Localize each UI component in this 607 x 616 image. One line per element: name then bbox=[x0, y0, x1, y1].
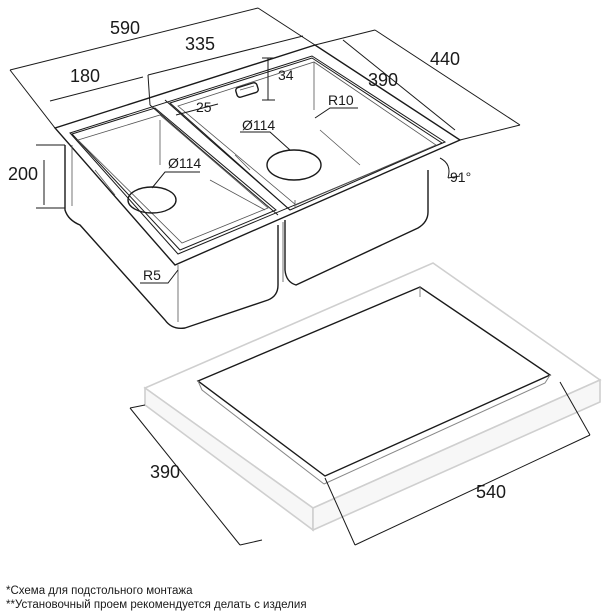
sink-rim-inner bbox=[69, 55, 447, 255]
leader-r5 bbox=[140, 269, 179, 284]
label-180: 180 bbox=[70, 66, 100, 86]
label-25: 25 bbox=[196, 99, 212, 115]
left-bowl-body bbox=[64, 145, 279, 330]
label-drain-right: Ø114 bbox=[242, 117, 275, 133]
left-bowl-inner bbox=[77, 114, 269, 244]
label-590: 590 bbox=[110, 18, 140, 38]
frame-opening-walls bbox=[197, 287, 551, 485]
right-bowl-edges bbox=[234, 62, 361, 208]
leader-drain-right bbox=[240, 131, 291, 151]
frame-front-right bbox=[312, 378, 601, 532]
left-bowl-edges bbox=[94, 120, 266, 211]
footnote-1: *Схема для подстольного монтажа bbox=[6, 585, 193, 597]
dim-line-390-top bbox=[342, 39, 456, 131]
sink-outline bbox=[53, 44, 462, 330]
label-r5: R5 bbox=[143, 267, 161, 283]
sink-dimensions bbox=[9, 7, 521, 284]
label-390-cutout: 390 bbox=[150, 462, 180, 482]
cutout-dimensions: 390 540 bbox=[129, 381, 591, 546]
dim-line-180 bbox=[49, 76, 144, 102]
dim-line-34 bbox=[262, 57, 275, 101]
label-91deg: 91° bbox=[450, 169, 471, 185]
right-bowl-rim bbox=[169, 57, 444, 211]
label-440: 440 bbox=[430, 49, 460, 69]
sink-rim-outer bbox=[53, 44, 462, 266]
label-540: 540 bbox=[476, 482, 506, 502]
label-34: 34 bbox=[278, 67, 294, 83]
cutout-frame bbox=[143, 262, 602, 532]
label-200: 200 bbox=[8, 164, 38, 184]
right-bowl-body bbox=[284, 170, 429, 286]
dim-line-335 bbox=[147, 35, 304, 106]
sink-dimension-labels: 590 335 180 440 390 34 25 R10 Ø114 Ø114 … bbox=[8, 18, 471, 283]
label-390-top: 390 bbox=[368, 70, 398, 90]
dim-line-540 bbox=[324, 381, 591, 546]
footnotes: *Схема для подстольного монтажа **Устано… bbox=[6, 584, 604, 612]
right-bowl-inner bbox=[177, 61, 437, 206]
label-r10: R10 bbox=[328, 92, 354, 108]
dim-line-590 bbox=[9, 7, 316, 129]
dim-line-25 bbox=[175, 103, 219, 116]
footnote-2: **Установочный проем рекомендуется делат… bbox=[6, 599, 307, 611]
dim-line-200 bbox=[36, 144, 65, 209]
left-bowl-rim bbox=[71, 107, 277, 251]
leader-drain-left bbox=[151, 171, 200, 189]
dim-line-390-cutout bbox=[129, 404, 263, 546]
angle-marker bbox=[439, 157, 461, 179]
leader-r10 bbox=[314, 107, 358, 119]
bowl-divider bbox=[149, 104, 279, 216]
label-335: 335 bbox=[185, 34, 215, 54]
overflow-slot bbox=[235, 82, 259, 98]
left-drain bbox=[127, 186, 177, 214]
technical-drawing: 590 335 180 440 390 34 25 R10 Ø114 Ø114 … bbox=[8, 7, 602, 546]
overflow-slot-line bbox=[239, 85, 255, 91]
label-drain-left: Ø114 bbox=[168, 155, 201, 171]
bowl-body-edges bbox=[71, 145, 284, 322]
right-drain bbox=[266, 149, 322, 181]
dim-line-440 bbox=[314, 29, 521, 141]
